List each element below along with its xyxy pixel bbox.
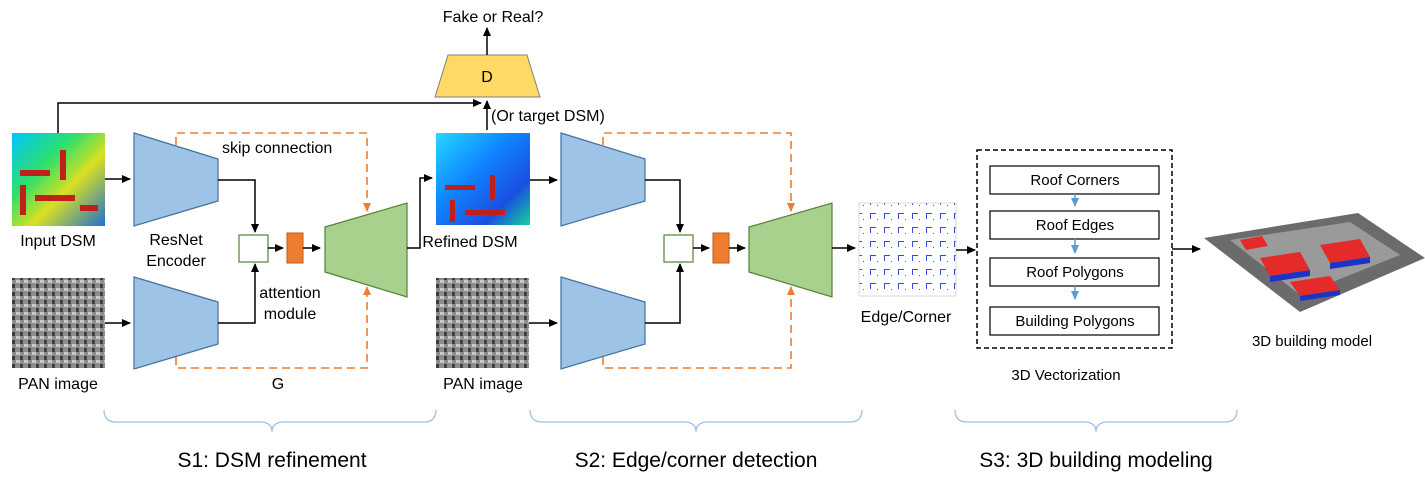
pan-encoder-s1: [133, 276, 219, 370]
edge-corner-label: Edge/Corner: [861, 309, 952, 326]
generator-label: G: [272, 376, 284, 393]
attention-fusion-box: [238, 234, 269, 263]
vectorization-label: 3D Vectorization: [1011, 367, 1120, 384]
skip-connection-bottom-s1: [175, 286, 371, 369]
encoder-s2-bottom: [560, 276, 646, 370]
pan-enc2-to-fusion-arrow: [645, 263, 684, 324]
brace-s1: [103, 409, 437, 433]
attention-module-block-s2: [712, 232, 730, 264]
input-to-discriminator-line: [57, 99, 482, 133]
enc2-to-fusion-arrow: [645, 179, 684, 233]
step-box-4: [989, 306, 1160, 336]
stage3: Roof Corners Roof Edges Roof Polygons Bu…: [954, 149, 1425, 472]
edge-corner-image: [858, 202, 957, 297]
skip-connection-bottom-s2: [602, 286, 795, 369]
step-box-1: [989, 165, 1160, 195]
vectorization-step-2: Roof Edges: [989, 210, 1160, 240]
vectorization-step-1: Roof Corners: [989, 165, 1160, 195]
step-label-3: Roof Polygons: [1026, 264, 1124, 281]
stage1-title: S1: DSM refinement: [177, 449, 366, 472]
target-dsm-label: (Or target DSM): [491, 108, 605, 125]
step-box-3: [989, 257, 1160, 287]
attention-fusion-box-s2: [663, 234, 694, 263]
refined-dsm-label: Refined DSM: [422, 234, 517, 251]
step-label-2: Roof Edges: [1036, 217, 1114, 234]
attention-label-line2: module: [264, 306, 317, 323]
stage2-title: S2: Edge/corner detection: [575, 449, 818, 472]
3d-building-model-image: [1204, 213, 1425, 312]
pan-label-s2: PAN image: [443, 376, 523, 393]
discriminator-output-label: Fake or Real?: [443, 9, 544, 26]
input-dsm-buildings: [20, 150, 98, 215]
encoder-to-attention-arrow: [218, 179, 259, 233]
step-box-2: [989, 210, 1160, 240]
decoder-to-refined-arrow: [407, 174, 433, 249]
skip-connection-label: skip connection: [222, 140, 332, 157]
attention-label-line1: attention: [259, 285, 320, 302]
step-label-1: Roof Corners: [1030, 172, 1119, 189]
encoder-label-line1: ResNet: [149, 232, 203, 249]
refined-dsm-buildings: [445, 175, 505, 222]
vectorization-step-4: Building Polygons: [989, 306, 1160, 336]
resnet-encoder: [133, 132, 219, 227]
pan-label-s1: PAN image: [18, 376, 98, 393]
attention-module-block: [286, 232, 304, 264]
skip-connection-top-s2: [602, 132, 795, 212]
discriminator-trapezoid: [434, 54, 541, 98]
vectorization-step-3: Roof Polygons: [989, 257, 1160, 287]
skip-connection-top-s1: [175, 132, 371, 212]
pan-image-s1: [12, 278, 105, 368]
3d-model-label: 3D building model: [1252, 333, 1372, 350]
encoder-s2-top: [560, 132, 646, 227]
decoder-s2: [748, 202, 833, 298]
input-dsm-label: Input DSM: [20, 233, 96, 250]
pan-image-s2: [436, 278, 529, 368]
discriminator-label: D: [481, 69, 493, 86]
pan-encoder-to-attention-arrow: [218, 263, 259, 324]
discriminator: D Fake or Real? (Or target DSM): [57, 9, 605, 133]
model-buildings: [1240, 236, 1370, 301]
step-label-4: Building Polygons: [1015, 313, 1134, 330]
decoder-s1: [324, 202, 408, 298]
stage1: Input DSM PAN image ResNet Encoder atten…: [12, 132, 530, 472]
brace-s2: [529, 409, 863, 433]
encoder-label-line2: Encoder: [146, 253, 206, 270]
stage2: PAN image Edge/Corner S2: Edge/corner de…: [436, 132, 957, 472]
brace-s3: [954, 409, 1238, 433]
stage3-title: S3: 3D building modeling: [979, 449, 1212, 472]
